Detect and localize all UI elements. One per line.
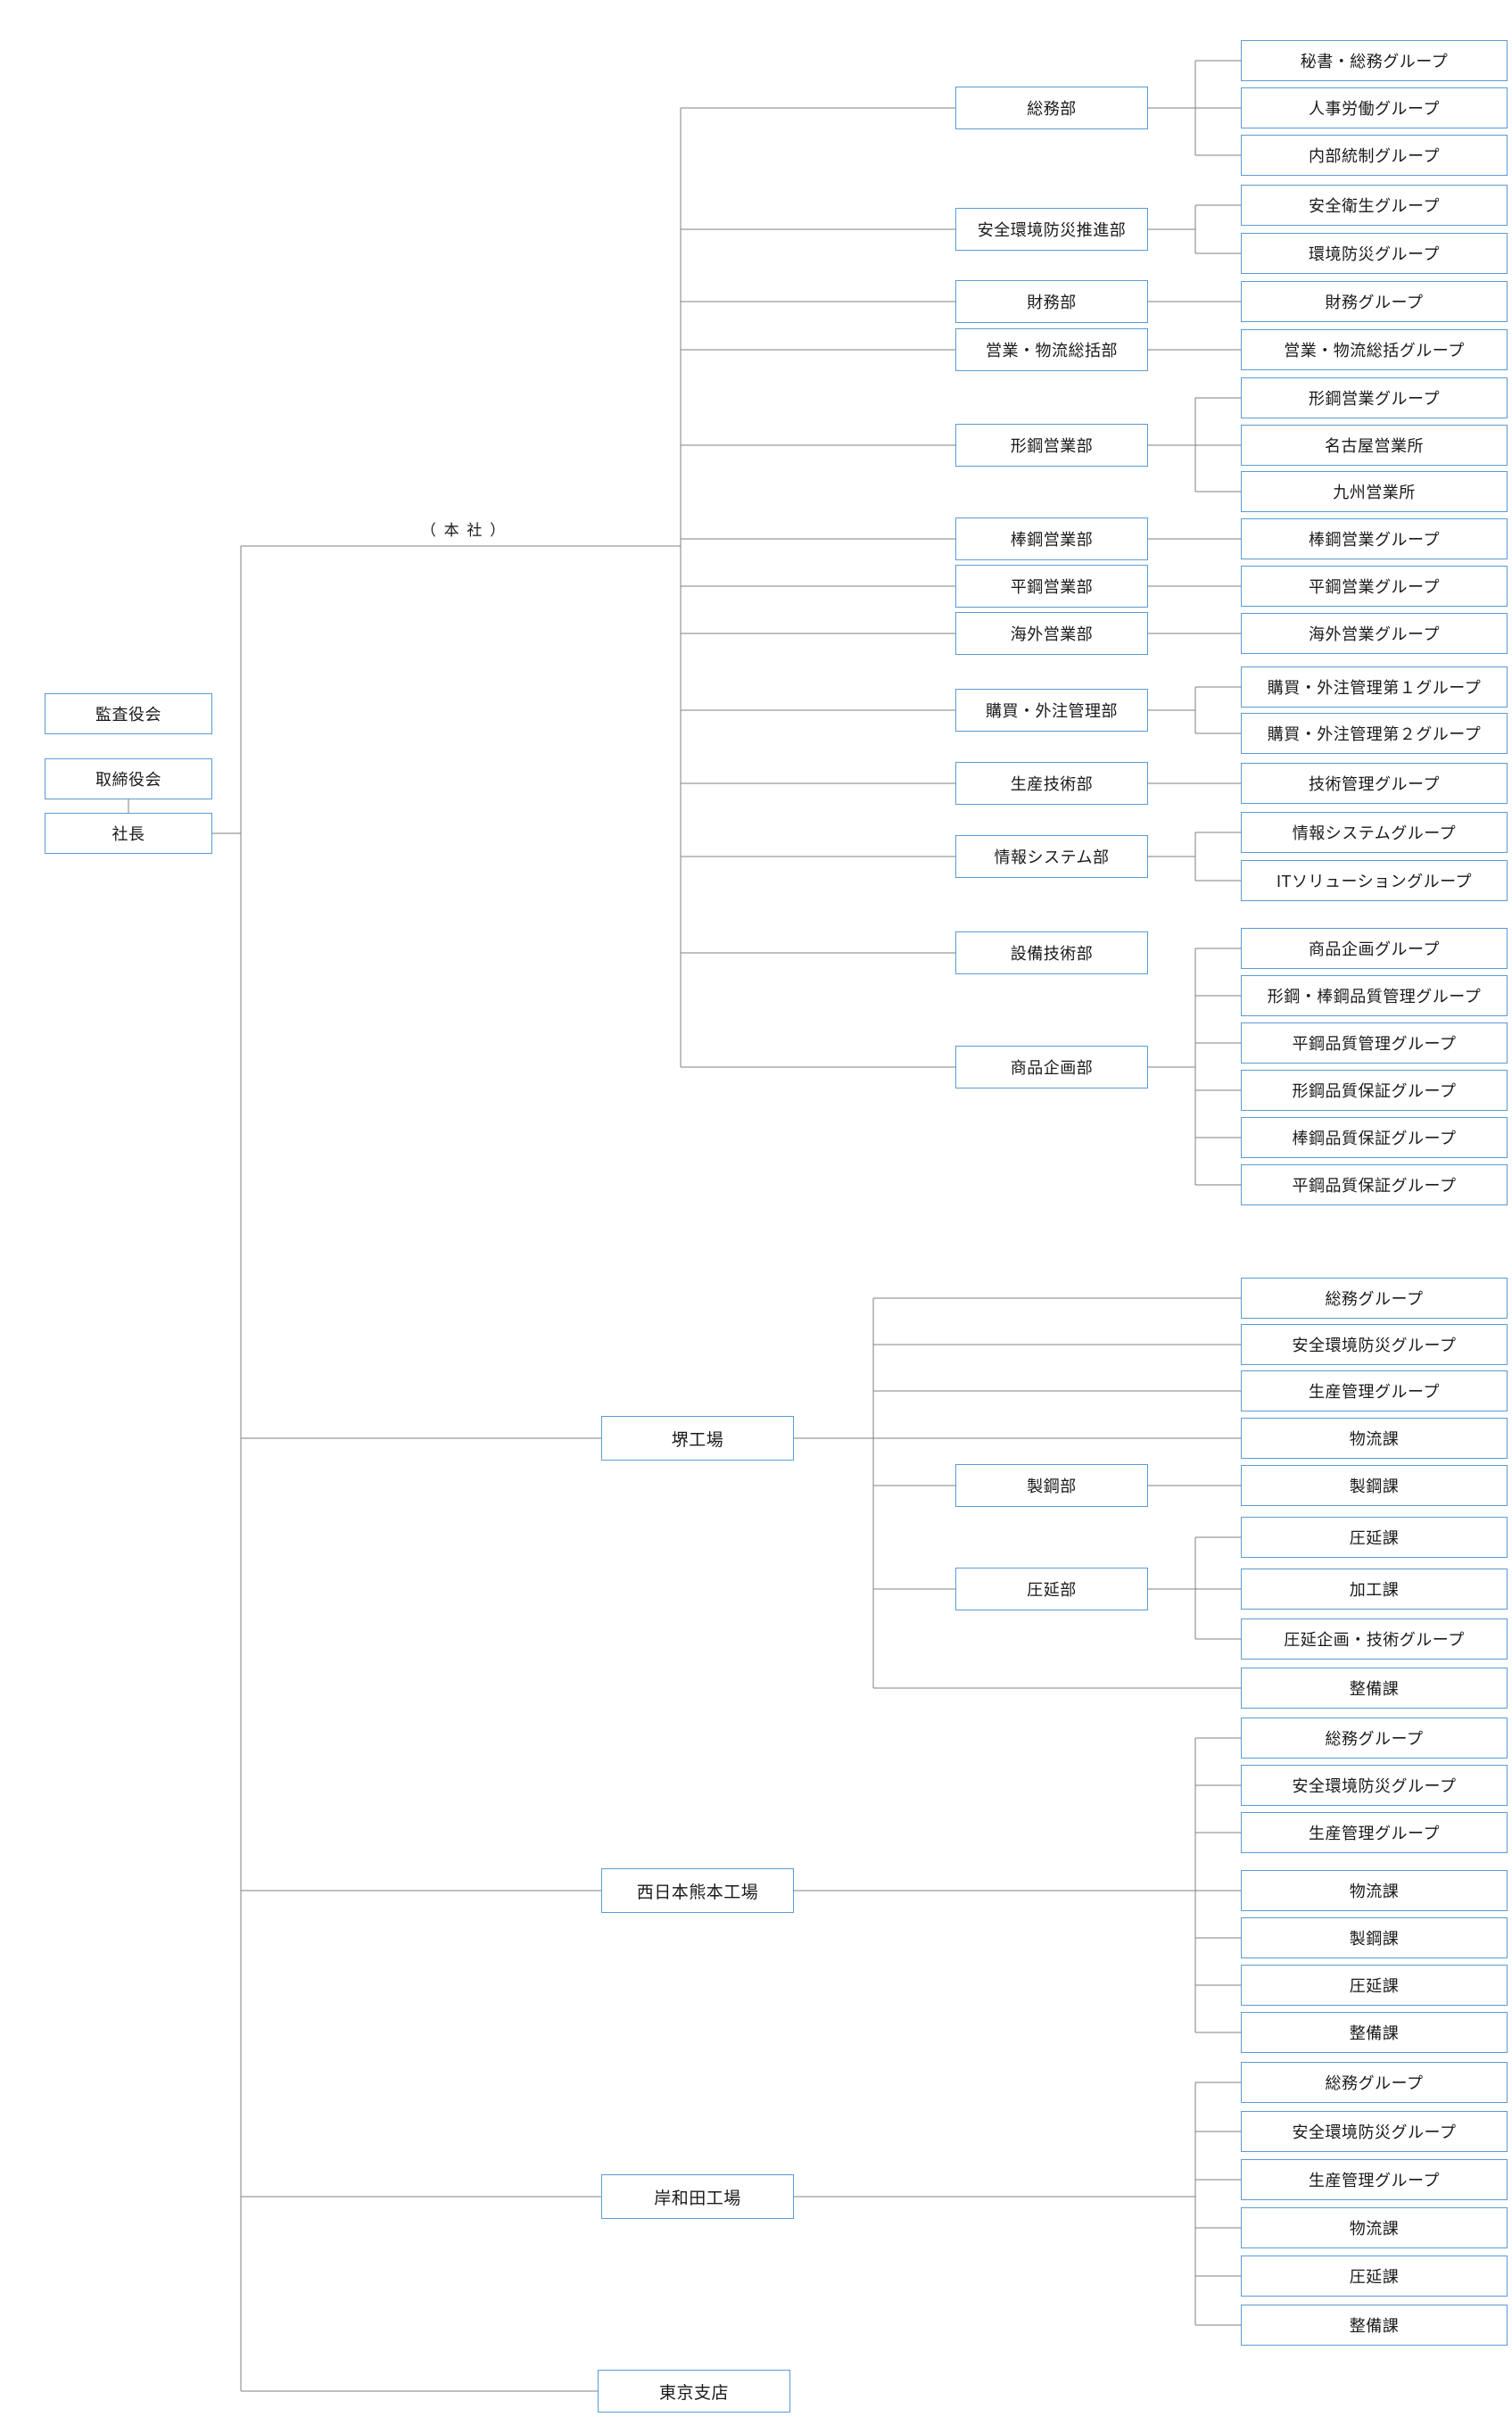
department-box: 平鋼営業部 [955,565,1148,608]
group-box: 総務グループ [1241,2062,1508,2103]
department-box: 棒鋼営業部 [955,517,1148,560]
sub-department-box: 圧延部 [955,1568,1148,1610]
group-box: 物流課 [1241,1418,1508,1459]
group-box: 物流課 [1241,1870,1508,1911]
site-box: 岸和田工場 [601,2174,794,2219]
sub-department-box: 製鋼部 [955,1464,1148,1507]
group-box: 形鋼品質保証グループ [1241,1070,1508,1111]
head-office-label: （ 本 社 ） [420,522,508,539]
group-box: 整備課 [1241,2012,1508,2053]
group-box: 人事労働グループ [1241,87,1508,128]
group-box: 形鋼営業グループ [1241,377,1508,418]
group-box: 生産管理グループ [1241,1812,1508,1853]
group-box: 名古屋営業所 [1241,425,1508,466]
group-box: 圧延課 [1241,1517,1508,1558]
department-box: 購買・外注管理部 [955,689,1148,732]
group-box: 加工課 [1241,1569,1508,1610]
group-box: 生産管理グループ [1241,1370,1508,1411]
group-box: 形鋼・棒鋼品質管理グループ [1241,975,1508,1016]
group-box: 環境防災グループ [1241,233,1508,274]
group-box: 財務グループ [1241,281,1508,322]
department-box: 設備技術部 [955,931,1148,974]
department-box: 営業・物流総括部 [955,328,1148,371]
group-box: 生産管理グループ [1241,2159,1508,2200]
group-box: 総務グループ [1241,1278,1508,1319]
group-box: 内部統制グループ [1241,135,1508,176]
department-box: 生産技術部 [955,762,1148,805]
group-box: 購買・外注管理第２グループ [1241,713,1508,754]
board-of-directors-box: 取締役会 [45,758,212,799]
department-box: 情報システム部 [955,835,1148,878]
department-box: 海外営業部 [955,612,1148,655]
group-box: 平鋼営業グループ [1241,566,1508,607]
department-box: 商品企画部 [955,1046,1148,1088]
site-box: 堺工場 [601,1416,794,1461]
site-box: 東京支店 [598,2370,790,2413]
group-box: ITソリューショングループ [1241,860,1508,901]
group-box: 圧延企画・技術グループ [1241,1618,1508,1660]
group-box: 海外営業グループ [1241,613,1508,654]
site-box: 西日本熊本工場 [601,1868,794,1913]
department-box: 総務部 [955,87,1148,129]
group-box: 営業・物流総括グループ [1241,329,1508,370]
group-box: 安全衛生グループ [1241,185,1508,226]
group-box: 安全環境防災グループ [1241,1765,1508,1806]
group-box: 圧延課 [1241,1965,1508,2006]
group-box: 秘書・総務グループ [1241,40,1508,81]
group-box: 購買・外注管理第１グループ [1241,666,1508,708]
group-box: 整備課 [1241,1668,1508,1709]
president-box: 社長 [45,813,212,854]
audit-committee-box: 監査役会 [45,693,212,734]
group-box: 九州営業所 [1241,471,1508,512]
group-box: 情報システムグループ [1241,812,1508,853]
group-box: 平鋼品質管理グループ [1241,1022,1508,1064]
group-box: 製鋼課 [1241,1917,1508,1958]
group-box: 技術管理グループ [1241,763,1508,804]
group-box: 総務グループ [1241,1718,1508,1759]
group-box: 製鋼課 [1241,1465,1508,1506]
group-box: 平鋼品質保証グループ [1241,1164,1508,1205]
group-box: 整備課 [1241,2305,1508,2346]
group-box: 棒鋼営業グループ [1241,518,1508,559]
group-box: 安全環境防災グループ [1241,1324,1508,1365]
department-box: 安全環境防災推進部 [955,208,1148,251]
department-box: 財務部 [955,280,1148,323]
department-box: 形鋼営業部 [955,424,1148,467]
group-box: 商品企画グループ [1241,928,1508,969]
group-box: 物流課 [1241,2207,1508,2248]
group-box: 圧延課 [1241,2256,1508,2297]
group-box: 安全環境防災グループ [1241,2111,1508,2152]
group-box: 棒鋼品質保証グループ [1241,1117,1508,1158]
